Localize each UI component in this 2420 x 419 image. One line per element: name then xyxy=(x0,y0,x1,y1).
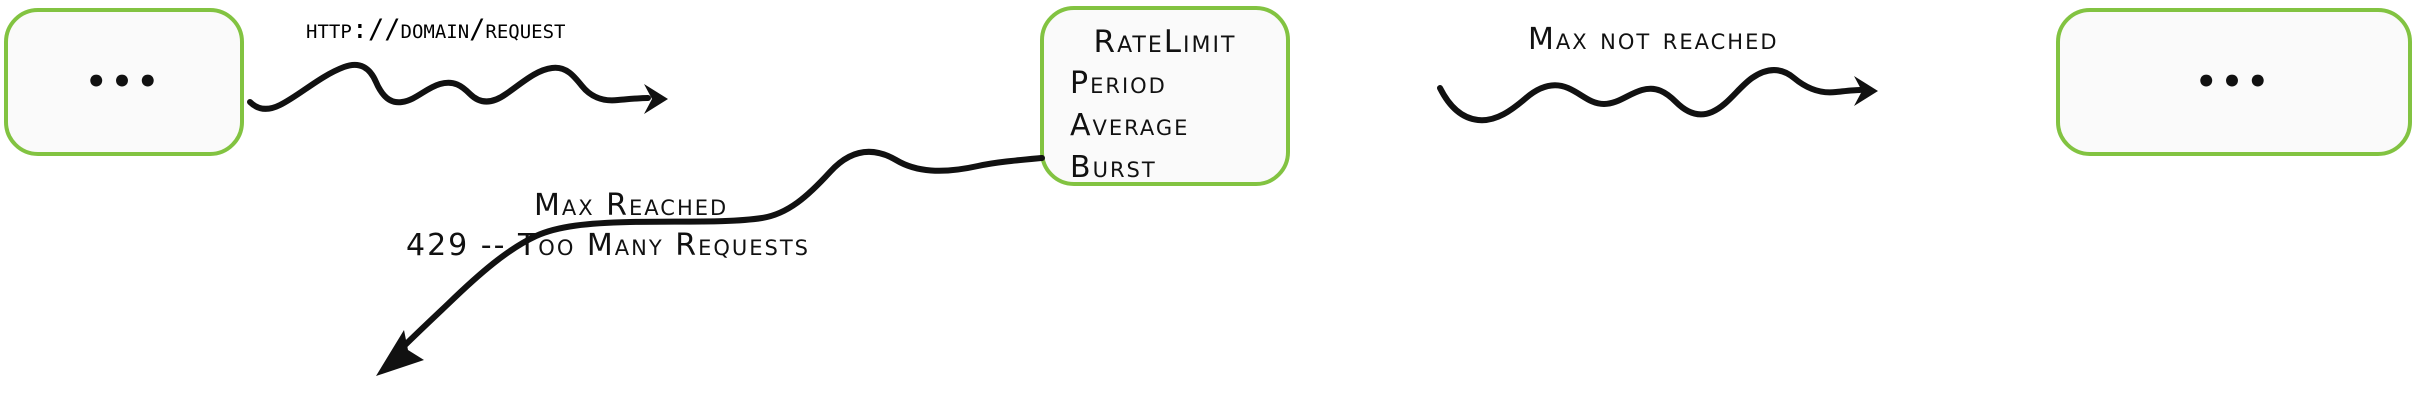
edge-request-squiggle xyxy=(247,61,668,114)
arrowhead-rejected xyxy=(376,330,424,376)
edge-rejected-squiggle xyxy=(376,149,1045,376)
arrowhead-request xyxy=(644,84,668,114)
node-ratelimit-field-period: Period xyxy=(1070,66,1167,101)
edge-label-429-too-many-requests: 429 -- Too Many Requests xyxy=(406,228,810,263)
edge-label-request: http://domain/request xyxy=(306,14,566,45)
node-downstream-ellipsis: ••• xyxy=(2195,62,2273,102)
node-downstream[interactable]: ••• xyxy=(2056,8,2412,156)
node-ratelimit-field-average: Average xyxy=(1070,108,1190,143)
node-ratelimit[interactable]: RateLimit Period Average Burst xyxy=(1040,6,1290,186)
edge-label-max-reached: Max Reached xyxy=(534,188,729,223)
arrowhead-allowed xyxy=(1854,76,1878,106)
node-upstream-ellipsis: ••• xyxy=(85,62,163,102)
node-upstream[interactable]: ••• xyxy=(4,8,244,156)
edge-label-max-not-reached: Max not reached xyxy=(1528,22,1779,57)
edge-allowed-squiggle xyxy=(1437,67,1878,124)
node-ratelimit-field-burst: Burst xyxy=(1070,150,1157,185)
node-ratelimit-title: RateLimit xyxy=(1093,24,1237,60)
